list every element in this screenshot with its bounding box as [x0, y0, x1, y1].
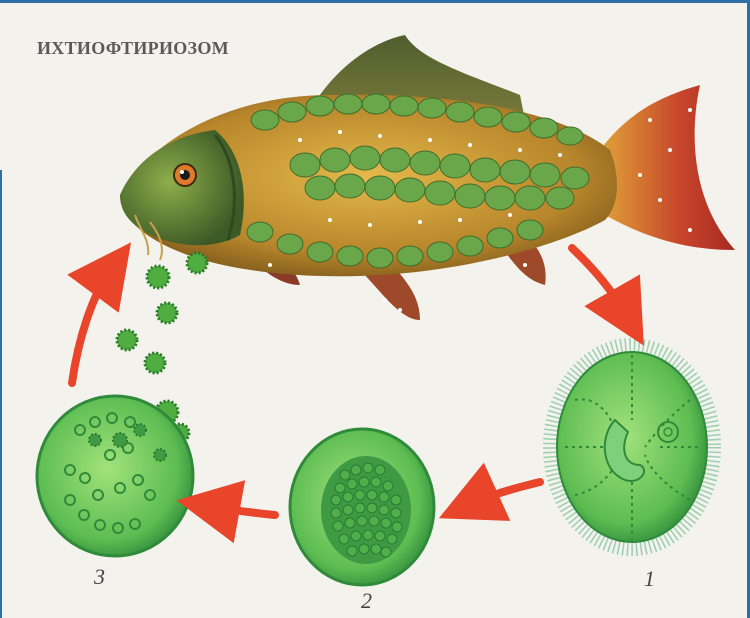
stage-3-cell	[37, 396, 193, 556]
arrow-1-to-2	[468, 482, 540, 505]
arrow-3-to-fish	[72, 268, 112, 383]
carp-fish	[120, 35, 735, 320]
stage-label-2: 2	[361, 588, 372, 614]
arrow-2-to-3	[208, 506, 275, 515]
pelvic-fin	[360, 268, 420, 320]
stage-label-1: 1	[644, 566, 655, 592]
stage-label-3: 3	[94, 564, 105, 590]
tail-fin	[600, 85, 735, 250]
arrow-fish-to-1	[572, 248, 628, 318]
stage-2-cell	[290, 429, 434, 585]
stage-1-cell	[550, 345, 714, 549]
